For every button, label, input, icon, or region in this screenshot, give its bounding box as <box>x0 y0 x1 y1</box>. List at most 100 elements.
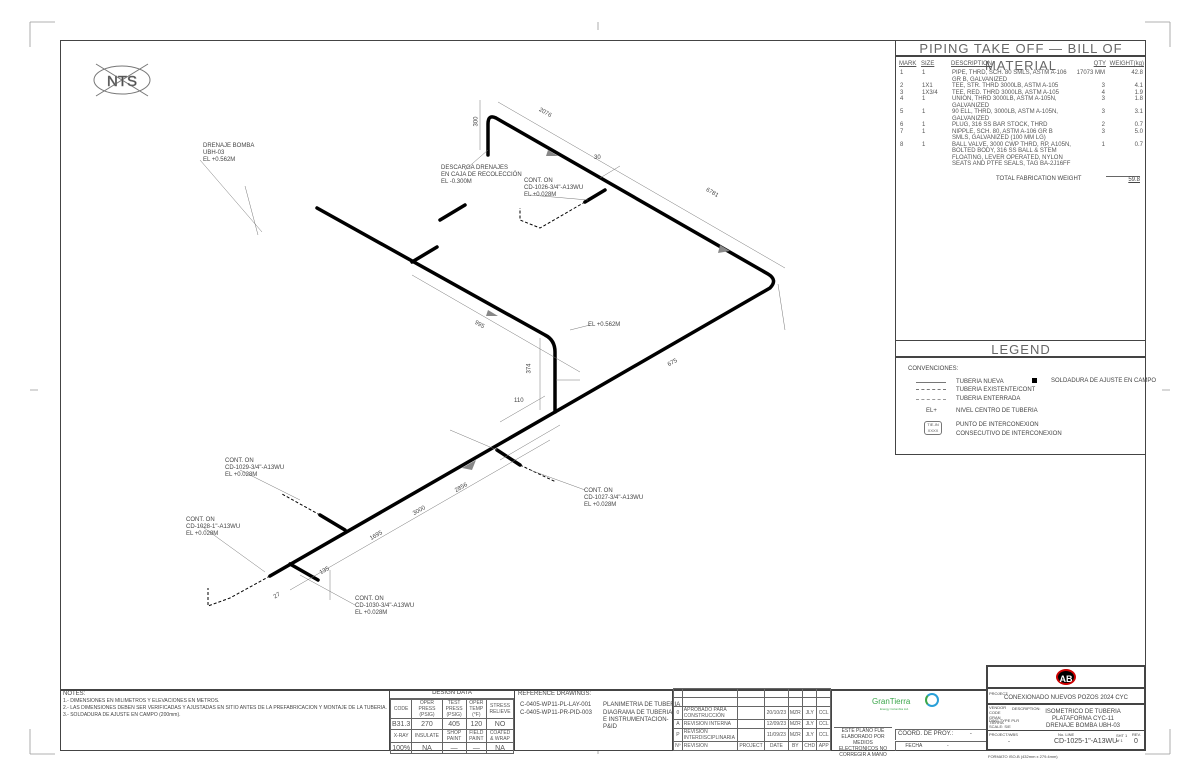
legend-elevation: NIVEL CENTRO DE TUBERIA <box>956 408 1038 414</box>
reference-drawings: REFERENCE DRAWINGS: C-0405-WP11-PL-LAY-0… <box>518 691 680 730</box>
dim-110: 110 <box>514 398 524 404</box>
dd-value: NA <box>486 742 514 754</box>
rev-cell: 12/09/23 <box>764 719 789 729</box>
revision-number: 0 <box>1134 738 1138 745</box>
bom-size: 1 <box>922 128 926 135</box>
rev-cell: REVISION INTERDISCIPLINARIA <box>681 728 738 742</box>
grantierra-logo-icon <box>925 693 939 707</box>
dd-header: STRESS RELIEVE <box>486 699 514 719</box>
title-block: AB PROJECT: CONEXIONADO NUEVOS POZOS 202… <box>986 665 1146 751</box>
bom-size: 1 <box>922 141 926 148</box>
rev-cell: BY <box>787 741 804 751</box>
desc-line: PLATAFORMA CYC-11 <box>1051 716 1114 722</box>
label-descarga-drenajes: DESCARGA DRENAJES EN CAJA DE RECOLECCIÓN… <box>441 165 522 185</box>
rev-cell: REVISION INTERNA <box>681 719 738 729</box>
pipe-existing <box>207 201 586 607</box>
dd-header: SHOP PAINT <box>441 729 467 743</box>
dd-value: NO <box>486 718 514 730</box>
bom-mark: 2 <box>900 83 904 89</box>
rev-cell: MZR <box>787 706 804 720</box>
legend-existing-pipe: TUBERIA EXISTENTE/CONT <box>956 387 1036 393</box>
rev-cell: REVISION <box>681 741 738 751</box>
label-cont-cd1029: CONT. ON CD-1029-3/4"-A13WU EL +0.028M <box>225 458 285 478</box>
rev-cell: 20/10/23 <box>764 706 789 720</box>
rev-cell <box>736 706 766 720</box>
rev-cell: JLY <box>801 728 818 742</box>
dim-30: 30 <box>594 155 601 161</box>
dd-header: COATED & WRAP <box>486 729 514 743</box>
ref-code[interactable]: C-0405-WP11-PR-PID-003 <box>520 710 592 716</box>
fecha-row: FECHA - <box>895 741 986 751</box>
desc-line: ISOMETRICO DE TUBERIA <box>1045 709 1121 715</box>
dwg-type: DWG TYPE PLR <box>989 718 1020 723</box>
rev-cell <box>736 719 766 729</box>
rev-cell: JLY <box>801 719 818 729</box>
bom-mark: 7 <box>900 128 904 135</box>
bom-size: 1 <box>922 122 926 128</box>
bom-weight: 42.8 <box>1131 70 1143 76</box>
dd-header: X-RAY <box>389 729 413 743</box>
bom-size: 1X3/4 <box>922 89 938 96</box>
legend: LEGEND CONVENCIONES: TUBERIA NUEVA TUBER… <box>895 340 1156 455</box>
rev-cell: JLY <box>801 706 818 720</box>
sheet-format: FORMATO ISO-B (432mm x 279.4mm) <box>988 754 1058 759</box>
bom-mark: 3 <box>900 89 904 96</box>
bom-desc: PLUG, 316 SS BAR STOCK, THRD <box>952 122 1048 128</box>
project-name: CONEXIONADO NUEVOS POZOS 2024 CYC <box>1003 695 1129 701</box>
company-logo: AB <box>988 667 1144 689</box>
bom-desc: 90 ELL, THRD, 3000LB, ASTM A-105N, GALVA… <box>952 109 1058 122</box>
bom-desc: UNION, THRD 3000LB, ASTM A-105N, GALVANI… <box>952 96 1057 109</box>
ref-desc: PLANIMETRIA DE TUBERIA <box>603 702 681 708</box>
dim-374: 374 <box>526 363 533 374</box>
new-pipe-symbol <box>916 382 946 383</box>
project-wbs: - <box>1008 739 1010 745</box>
line-number: CD-1025-1"-A13WU <box>1054 738 1118 745</box>
line-no-label: No. LINE <box>1058 732 1075 737</box>
label-drenaje-bomba: DRENAJE BOMBA UBH-03 EL +0.562M <box>203 143 255 163</box>
bom-mark: 1 <box>900 70 904 76</box>
bom-mark: 4 <box>900 96 904 102</box>
legend-tie-in-seq: CONSECUTIVO DE INTERCONEXION <box>956 431 1062 437</box>
label-cont-cd1028: CONT. ON CD-1028-1"-A13WU EL +0.028M <box>186 517 241 537</box>
rev-cell: PROJECT <box>736 741 766 751</box>
hex-top: TIE-IN <box>927 422 939 427</box>
col-mark: MARK <box>899 61 917 67</box>
ref-code[interactable]: C-0405-WP11-PL-LAY-001 <box>520 702 592 708</box>
rev-cell: MZR <box>787 728 804 742</box>
rev-label: REV. <box>1132 732 1141 737</box>
dd-value: B31.3 <box>389 718 413 730</box>
col-weight: WEIGHT(kg) <box>1109 61 1144 67</box>
rev-cell: P <box>673 728 683 742</box>
bom-mark: 6 <box>900 122 904 128</box>
vendor-code: VENDOR CODE GRAN TIERRA <box>989 705 1007 725</box>
dd-value: NA <box>411 742 443 754</box>
label-elevation: EL +0.562M <box>588 322 621 328</box>
bom-weight: 0.7 <box>1134 141 1143 148</box>
dd-header: TEST PRESS (PSIG) <box>441 699 467 719</box>
rev-cell: MZR <box>787 719 804 729</box>
coord-value: - <box>969 731 972 737</box>
rev-empty-row <box>673 697 831 707</box>
bom-qty: 17073 MM <box>1076 70 1105 76</box>
coord-row: COORD. DE PROY.: - <box>895 729 986 740</box>
rev-cell: APP <box>816 741 831 751</box>
bom-weight: 4.1 <box>1134 83 1143 89</box>
rev-cell: CCL <box>816 728 831 742</box>
nts-stamp: NTS <box>93 63 151 97</box>
dd-value: 120 <box>465 718 488 730</box>
label-cont-cd1026: CONT. ON CD-1026-3/4"-A13WU EL +0.028M <box>524 178 584 198</box>
col-qty: QTY <box>1093 61 1106 67</box>
design-data-title: DESIGN DATA <box>390 689 514 699</box>
note-1: 1.- DIMENSIONES EN MILIMETROS Y ELEVACIO… <box>63 698 220 704</box>
hex-bottom: XXXX <box>927 428 939 433</box>
